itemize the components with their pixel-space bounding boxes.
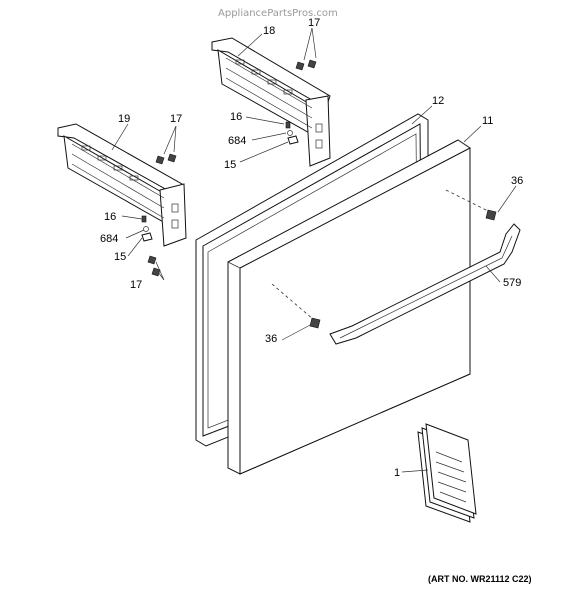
callout-15-left: 15 — [114, 251, 126, 263]
left-hinge-bracket — [57, 123, 187, 247]
leader-lines — [111, 27, 517, 473]
watermark-text: AppliancePartsPros.com — [218, 8, 338, 19]
hardware-screws — [141, 59, 497, 329]
callout-17-top: 17 — [308, 17, 320, 29]
callout-684-mid: 684 — [228, 135, 246, 147]
callout-15-mid: 15 — [224, 159, 236, 171]
callout-16-mid: 16 — [230, 111, 242, 123]
callout-18: 18 — [263, 25, 275, 37]
callout-684-left: 684 — [100, 233, 118, 245]
callout-11: 11 — [482, 115, 493, 127]
callout-labels: 18 17 19 17 16 684 15 12 11 36 16 684 15… — [100, 17, 523, 479]
callout-36-left: 36 — [265, 333, 277, 345]
callout-1: 1 — [394, 467, 400, 479]
art-number: (ART NO. WR21112 C22) — [428, 574, 532, 584]
callout-17-left: 17 — [170, 113, 182, 125]
door-panel — [227, 139, 471, 475]
callout-36-right: 36 — [511, 175, 523, 187]
callout-19: 19 — [118, 113, 130, 125]
callout-17-bottom: 17 — [130, 279, 142, 291]
door-handle — [329, 223, 521, 345]
upper-hinge-bracket — [211, 37, 331, 167]
callout-579: 579 — [503, 277, 521, 289]
owners-manual — [417, 423, 477, 523]
callout-16-left: 16 — [104, 211, 116, 223]
callout-12: 12 — [432, 95, 444, 107]
